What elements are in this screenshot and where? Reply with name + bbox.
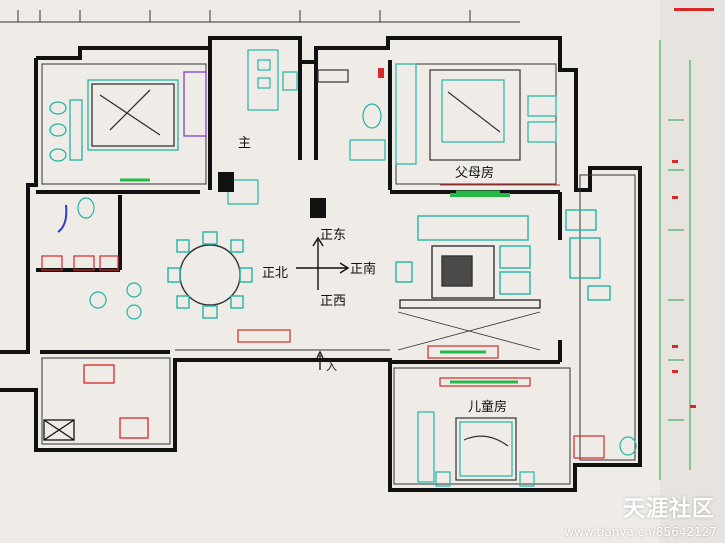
- watermark-brand: 天涯社区: [622, 497, 715, 522]
- entry-label: 入: [326, 360, 337, 373]
- dimension-strip: [659, 40, 691, 480]
- entry-arrow: [315, 350, 325, 370]
- master-bath-fixtures: [49, 99, 83, 162]
- watermark-url: www.tianya.cn/85642127: [564, 525, 717, 539]
- kids-bed: [417, 411, 535, 487]
- direction-south-label: 正南: [350, 262, 377, 277]
- top-ruler: [0, 10, 520, 23]
- kids-window: [439, 377, 531, 387]
- left-bath-fixtures: [41, 197, 142, 320]
- room-label-master: 主: [238, 136, 252, 151]
- red-marker-top: [378, 68, 384, 78]
- red-dimension-marks: [672, 8, 714, 408]
- pillars: [218, 172, 326, 218]
- direction-east-label: 正东: [320, 228, 347, 243]
- blue-door-arc: [57, 204, 68, 233]
- shoe-cabinet: [237, 329, 291, 343]
- tv-cabinet: [427, 345, 499, 359]
- room-label-parents: 父母房: [455, 166, 495, 181]
- right-bath: [573, 435, 637, 459]
- direction-west-label: 正西: [320, 294, 347, 309]
- closet-area: [227, 49, 298, 205]
- parents-bed: [395, 63, 557, 165]
- direction-north-label: 正北: [262, 266, 289, 281]
- walls: [0, 36, 642, 492]
- living-diagonal-2: [397, 311, 541, 351]
- window-marks: [120, 178, 500, 194]
- center-bath: [317, 69, 386, 161]
- master-bed: [87, 71, 207, 151]
- living-sofa-set: [395, 209, 611, 309]
- kitchen-fixtures: [43, 364, 149, 441]
- compass-arrows: [296, 236, 350, 290]
- room-label-kids: 儿童房: [468, 400, 508, 415]
- dining-table: [167, 231, 253, 319]
